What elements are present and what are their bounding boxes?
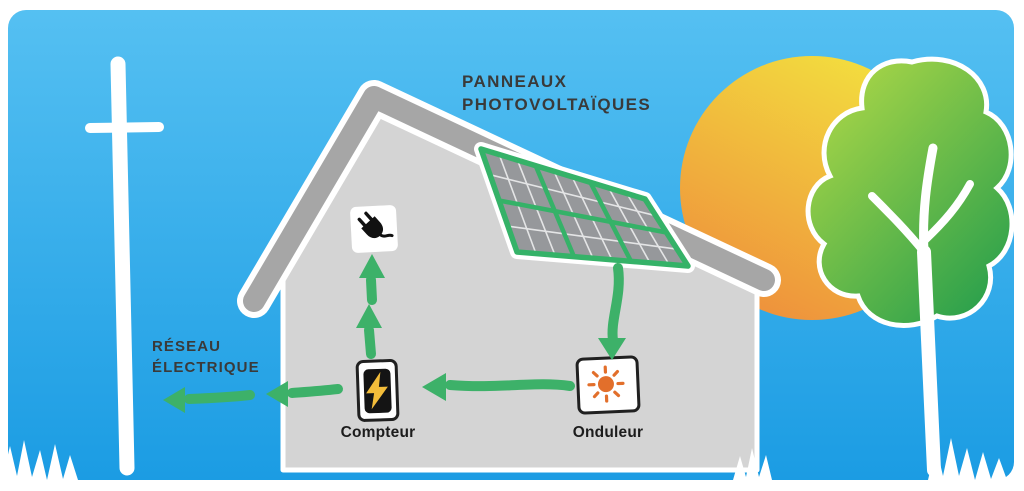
- inverter-label: Onduleur: [572, 424, 644, 441]
- meter-label: Compteur: [340, 424, 416, 441]
- electric-grid-label-line2: ÉLECTRIQUE: [152, 359, 260, 376]
- arrow-meter-to-plug-1: [364, 325, 376, 359]
- lightning-bolt-meter-icon: [355, 359, 400, 422]
- arrow-meter-to-grid-1: [287, 384, 343, 398]
- electric-grid-label-line1: RÉSEAU: [152, 338, 222, 355]
- green-energy-flow-arrows: [163, 254, 626, 413]
- solar-panel-grid: [474, 142, 695, 273]
- arrow-inverter-to-meter: [445, 379, 575, 392]
- tree-trunk: [868, 143, 974, 477]
- tree: [805, 56, 1015, 477]
- sun-symbol-inverter-icon: [575, 355, 641, 415]
- grass-tufts: [2, 438, 1007, 480]
- solar-panels-label: PANNEAUX PHOTOVOLTAÏQUES: [462, 70, 651, 116]
- solar-panels-label-line2: PHOTOVOLTAÏQUES: [462, 95, 652, 114]
- arrow-panel-to-inverter: [607, 263, 624, 345]
- arrow-meter-to-grid-2: [184, 390, 255, 404]
- solar-panels-label-line1: PANNEAUX: [462, 72, 568, 91]
- plug-icon: [350, 205, 398, 253]
- arrow-meter-to-plug-2: [366, 275, 377, 305]
- electric-grid-label: RÉSEAU ÉLECTRIQUE: [152, 336, 260, 378]
- panel-grid-lines: [498, 164, 667, 263]
- tree-canopy: [805, 56, 1015, 329]
- utility-pole: [85, 56, 164, 476]
